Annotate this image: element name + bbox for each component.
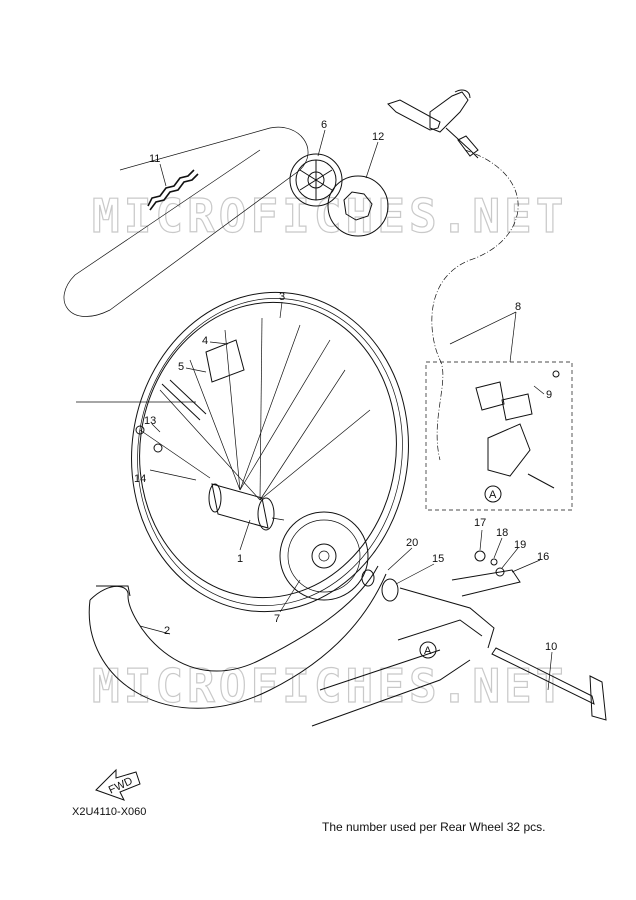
- callout-8: 8: [515, 301, 521, 313]
- callout-12: 12: [372, 131, 384, 143]
- ref-a-circle-detail: [484, 485, 502, 503]
- watermark-top: MICROFICHES.NET: [92, 189, 567, 243]
- callout-1: 1: [237, 553, 243, 565]
- callout-15: 15: [432, 553, 444, 565]
- sprocket: [289, 153, 343, 207]
- callout-14: 14: [134, 473, 146, 485]
- callout-10: 10: [545, 641, 557, 653]
- callout-7: 7: [274, 613, 280, 625]
- fwd-arrow: FWD: [95, 768, 141, 801]
- callout-20: 20: [406, 537, 418, 549]
- callout-11: 11: [149, 153, 160, 165]
- axle: [491, 647, 607, 721]
- watermark-bottom: MICROFICHES.NET: [92, 659, 567, 713]
- rim-band: [161, 379, 207, 421]
- valve-parts: [135, 425, 211, 479]
- callout-2: 2: [164, 625, 170, 637]
- brake-disc: [279, 511, 369, 601]
- callout-13: 13: [144, 415, 156, 427]
- caliper-detail-box: [425, 361, 573, 511]
- ref-a-circle-frame: [419, 641, 437, 659]
- callout-9: 9: [546, 389, 552, 401]
- ref-a-label-detail: A: [489, 489, 497, 501]
- collars: [361, 550, 505, 602]
- callout-18: 18: [496, 527, 508, 539]
- callout-leaders: [76, 129, 553, 691]
- callout-16: 16: [537, 551, 549, 563]
- disc-plate: [327, 175, 389, 237]
- rim-tape: [205, 339, 245, 383]
- chain: [147, 169, 199, 211]
- footnote: The number used per Rear Wheel 32 pcs.: [322, 820, 546, 834]
- callout-4: 4: [202, 335, 208, 347]
- hub: [208, 483, 285, 531]
- brake-caliper: [475, 370, 560, 489]
- callout-19: 19: [514, 539, 526, 551]
- tire: [88, 565, 387, 709]
- callout-5: 5: [178, 361, 184, 373]
- swingarm: [311, 569, 521, 727]
- callout-17: 17: [474, 517, 486, 529]
- diagram-code: X2U4110-X060: [72, 806, 147, 818]
- callout-3: 3: [279, 291, 285, 303]
- ref-a-label-frame: A: [424, 645, 432, 657]
- chain-loop: [63, 126, 309, 317]
- brake-cable: [431, 149, 519, 461]
- brake-lever: [387, 89, 479, 159]
- spokes: [159, 317, 371, 501]
- callout-6: 6: [321, 119, 327, 131]
